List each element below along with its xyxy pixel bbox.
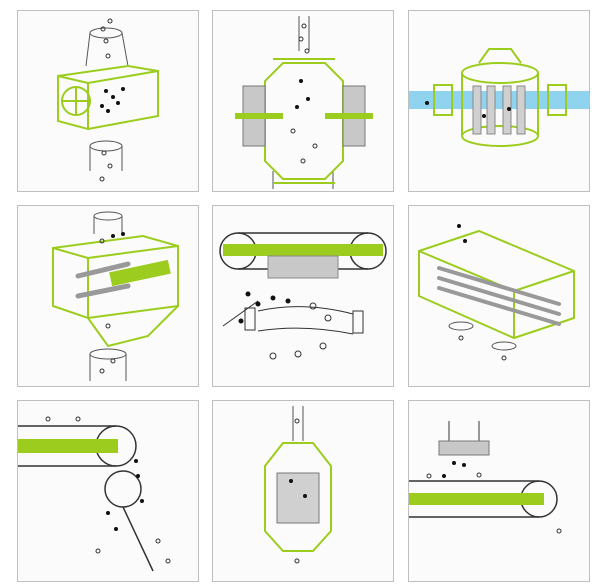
head-pulley-diagram xyxy=(18,416,171,572)
panel-overband-conveyor-magnet xyxy=(212,205,394,387)
hump-magnet-diagram xyxy=(264,406,332,564)
panel-magnetic-separator-with-housing xyxy=(212,10,394,192)
liquid-filter-diagram xyxy=(409,48,589,147)
panel-liquid-line-filter-magnet xyxy=(408,10,590,192)
suspended-plate-diagram xyxy=(409,421,562,534)
panel-magnetic-head-pulley xyxy=(17,400,199,582)
rotary-grate-magnet-diagram xyxy=(57,18,159,182)
panel-rotary-grate-magnet xyxy=(17,10,199,192)
magnetic-separator-diagram xyxy=(235,16,373,189)
grate-housing-diagram xyxy=(418,224,575,361)
panel-suspended-plate-magnet xyxy=(408,400,590,582)
overband-magnet-diagram xyxy=(219,232,387,360)
drawer-grate-diagram xyxy=(52,211,179,381)
panel-grate-magnet-housing xyxy=(408,205,590,387)
panel-hump-magnet-chute xyxy=(212,400,394,582)
panel-drawer-grate-magnet xyxy=(17,205,199,387)
